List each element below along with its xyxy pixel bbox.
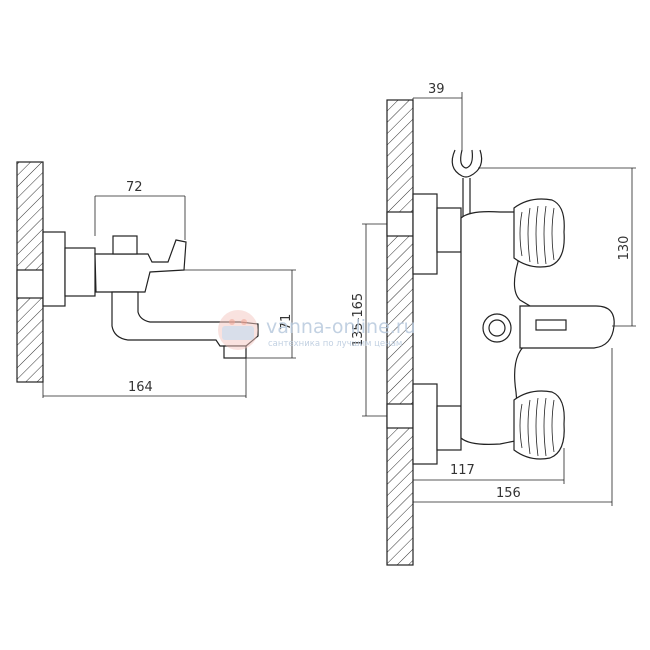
- watermark-main: vanna-online.ru: [266, 316, 416, 338]
- front-view: 39 130 135-165 117 156: [351, 82, 636, 566]
- side-connector: [64, 247, 96, 297]
- front-flange-top: [412, 193, 438, 275]
- handle-bottom-grips: [519, 397, 555, 457]
- front-flange-bottom: [412, 383, 438, 465]
- front-nut-bottom: [436, 405, 462, 451]
- dim-39: 39: [428, 82, 445, 97]
- front-spout: [519, 305, 615, 349]
- dim-164: 164: [128, 380, 153, 395]
- handle-bottom: [513, 390, 565, 460]
- dim-156: 156: [496, 486, 521, 501]
- spout-lever: [535, 319, 567, 331]
- side-view: 72 71 164: [16, 161, 296, 398]
- watermark-logo: [218, 310, 258, 350]
- dim-135-165: 135-165: [351, 293, 366, 347]
- front-wall: [386, 99, 414, 566]
- handle-top: [513, 198, 565, 268]
- dim-71: 71: [279, 314, 294, 331]
- dim-130: 130: [617, 236, 632, 261]
- side-body: [94, 239, 187, 293]
- shower-holder: [451, 149, 483, 178]
- front-wall-insert-top: [386, 211, 414, 237]
- watermark-sub: сантехника по лучшим ценам: [268, 339, 402, 349]
- dim-72: 72: [126, 180, 143, 195]
- handle-top-grips: [519, 205, 555, 265]
- dim-117: 117: [450, 463, 475, 478]
- diverter-knob-inner: [488, 319, 506, 337]
- front-wall-insert-bottom: [386, 403, 414, 429]
- side-lever-cap: [112, 235, 138, 255]
- side-flange: [42, 231, 66, 307]
- watermark: vanna-online.ru сантехника по лучшим цен…: [218, 310, 416, 350]
- front-nut-top: [436, 207, 462, 253]
- side-wall-insert: [16, 269, 44, 299]
